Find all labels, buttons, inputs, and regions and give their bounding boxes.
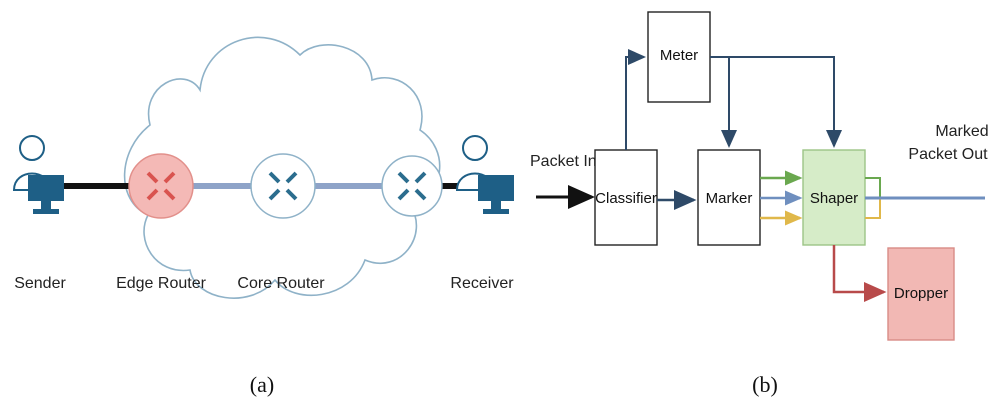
dropper-label: Dropper bbox=[894, 285, 948, 302]
marked-out-label-1: Marked bbox=[935, 123, 988, 140]
edge-router-label: Edge Router bbox=[116, 275, 207, 292]
edge-router-icon bbox=[128, 153, 194, 219]
egress-router-icon bbox=[381, 155, 443, 217]
sender-icon bbox=[12, 135, 64, 214]
panel-a-caption: (a) bbox=[250, 372, 274, 397]
receiver-icon bbox=[455, 135, 514, 214]
marked-out-label-2: Packet Out bbox=[908, 146, 988, 163]
sender-label: Sender bbox=[14, 275, 66, 292]
panel-b-caption: (b) bbox=[752, 372, 778, 397]
classifier-box bbox=[594, 149, 658, 246]
dropper-box bbox=[887, 247, 955, 341]
meter-label: Meter bbox=[660, 47, 698, 64]
core-router-label: Core Router bbox=[237, 275, 325, 292]
marker-label: Marker bbox=[706, 190, 753, 207]
panel-b: Packet In Classifier Meter Marker Shaper… bbox=[530, 11, 989, 397]
yellow-output-line bbox=[865, 198, 881, 219]
packet-in-label: Packet In bbox=[530, 153, 597, 170]
green-output-line bbox=[865, 177, 881, 198]
classifier-label: Classifier bbox=[595, 190, 657, 207]
panel-a: Sender Edge Router Core Router Receiver … bbox=[12, 36, 514, 397]
core-router-icon bbox=[250, 153, 316, 219]
receiver-label: Receiver bbox=[450, 275, 514, 292]
shaper-to-dropper-arrow bbox=[832, 245, 887, 302]
meter-to-marker-arrow bbox=[710, 56, 737, 148]
shaper-label: Shaper bbox=[810, 190, 858, 207]
classifier-to-meter-arrow bbox=[625, 49, 646, 150]
meter-to-shaper-arrow bbox=[710, 56, 842, 148]
